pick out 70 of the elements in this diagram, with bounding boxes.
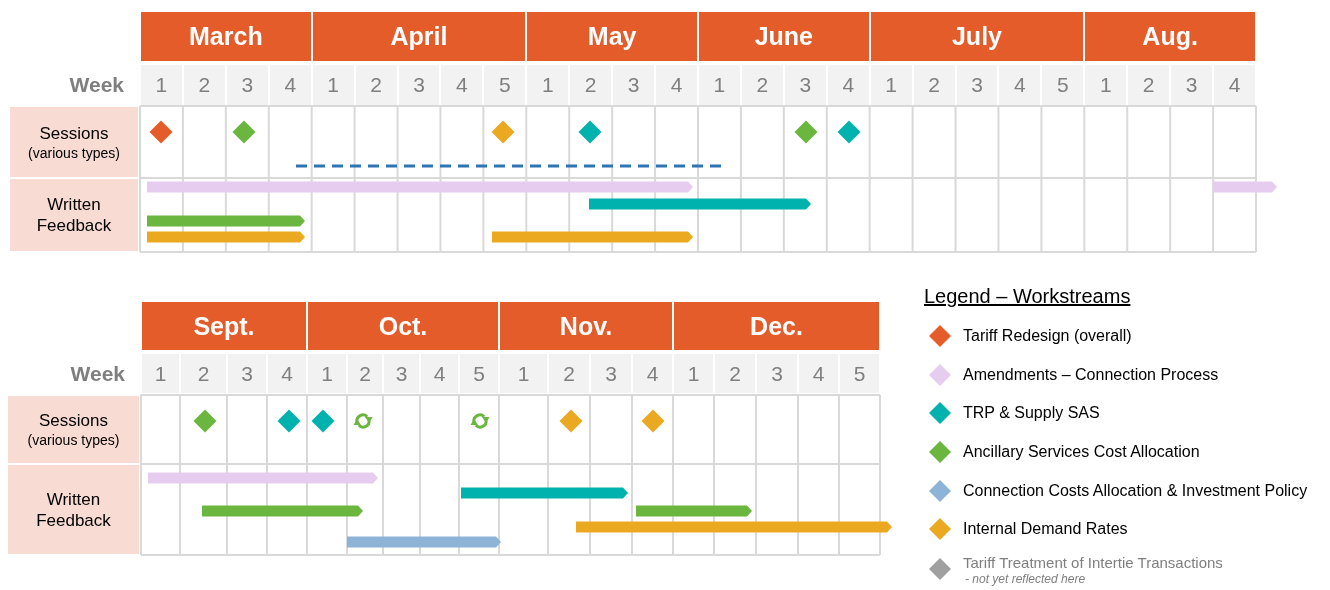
month-header: March (141, 12, 311, 61)
row-title: Sessions (39, 122, 109, 144)
month-header: July (870, 12, 1084, 61)
legend-label: Connection Costs Allocation & Investment Policy (963, 481, 1308, 501)
legend-label: TRP & Supply SAS (963, 403, 1100, 423)
week-header-cell: 1 (527, 65, 569, 105)
week-header-cell: 4 (633, 354, 672, 393)
month-header: Aug. (1085, 12, 1255, 61)
week-header-cell: 4 (1214, 65, 1255, 105)
week-header-cell: 1 (312, 65, 354, 105)
week-header-cell: 1 (870, 65, 912, 105)
week-header-cell: 1 (142, 354, 179, 393)
month-header: April (312, 12, 526, 61)
row-subtitle: (various types) (27, 431, 120, 449)
legend-label: Tariff Treatment of Intertie Transactions - not yet reflected here (963, 554, 1223, 586)
week-header-cell: 5 (1042, 65, 1084, 105)
legend-title: Legend – Workstreams (924, 284, 1131, 308)
week-header-cell: 4 (799, 354, 838, 393)
week-row-label: Week (69, 73, 124, 97)
row-title: Written Feedback (35, 194, 113, 236)
month-header: Oct. (308, 302, 498, 350)
week-header-cell: 2 (549, 354, 589, 393)
week-header-cell: 3 (226, 65, 268, 105)
month-header: Dec. (674, 302, 879, 350)
month-header: Sept. (142, 302, 306, 350)
week-header-cell: 1 (141, 65, 182, 105)
week-header-cell: 3 (757, 354, 797, 393)
week-header-cell: 1 (1085, 65, 1127, 105)
legend-label: Internal Demand Rates (963, 519, 1128, 539)
week-header-cell: 3 (398, 65, 440, 105)
week-header-cell: 3 (228, 354, 266, 393)
week-header-cell: 4 (269, 65, 311, 105)
week-header-cell: 4 (268, 354, 306, 393)
week-header-cell: 1 (500, 354, 547, 393)
row-title: Written Feedback (35, 488, 112, 531)
legend-label: Amendments – Connection Process (963, 365, 1219, 385)
week-header-cell: 5 (460, 354, 498, 393)
row-title: Sessions (39, 410, 108, 431)
week-header-cell: 3 (956, 65, 998, 105)
week-header-cell: 2 (715, 354, 755, 393)
week-header-cell: 1 (699, 65, 740, 105)
week-header-cell: 5 (840, 354, 879, 393)
week-header-cell: 4 (999, 65, 1041, 105)
month-header: June (699, 12, 869, 61)
week-header-cell: 3 (1171, 65, 1213, 105)
week-row-label: Week (70, 361, 125, 386)
week-header-cell: 2 (741, 65, 783, 105)
week-header-cell: 3 (613, 65, 655, 105)
legend-label: Tariff Redesign (overall) (963, 326, 1132, 346)
week-header-cell: 2 (181, 354, 226, 393)
week-header-cell: 2 (1128, 65, 1170, 105)
week-header-cell: 2 (183, 65, 225, 105)
week-header-cell: 2 (348, 354, 382, 393)
week-header-cell: 2 (355, 65, 397, 105)
week-header-cell: 3 (784, 65, 826, 105)
week-header-cell: 4 (441, 65, 483, 105)
month-header: May (527, 12, 697, 61)
week-header-cell: 5 (484, 65, 526, 105)
week-header-cell: 2 (913, 65, 955, 105)
week-header-cell: 4 (421, 354, 458, 393)
legend-label: Ancillary Services Cost Allocation (963, 442, 1200, 462)
month-header: Nov. (500, 302, 672, 350)
week-header-cell: 4 (827, 65, 869, 105)
row-subtitle: (various types) (28, 143, 120, 162)
week-header-cell: 4 (656, 65, 697, 105)
week-header-cell: 2 (570, 65, 612, 105)
week-header-cell: 1 (674, 354, 713, 393)
week-header-cell: 1 (308, 354, 346, 393)
week-header-cell: 3 (384, 354, 419, 393)
week-header-cell: 3 (591, 354, 631, 393)
